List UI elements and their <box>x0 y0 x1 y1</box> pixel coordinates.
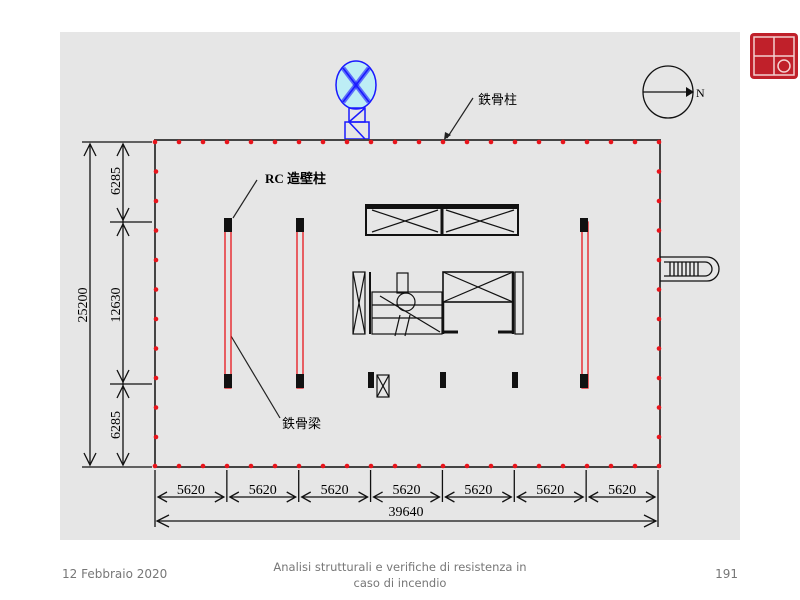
steel-column-marker <box>512 463 518 469</box>
steel-column-marker <box>152 463 158 469</box>
vertical-dimension-3: 6285 <box>109 411 124 439</box>
north-compass-icon <box>642 65 694 119</box>
footer-title: Analisi strutturali e verifiche di resis… <box>273 560 527 590</box>
steel-column-marker <box>153 228 159 233</box>
steel-column-marker <box>656 257 662 263</box>
steel-column-marker <box>152 139 158 145</box>
horizontal-total-dimension: 39640 <box>389 505 424 520</box>
steel-column-marker <box>344 139 350 145</box>
page-number: 191 <box>715 567 738 581</box>
horizontal-dimension-label: 5620 <box>249 483 277 498</box>
diagram-panel <box>60 32 740 540</box>
vertical-dimension-2: 12630 <box>109 288 124 323</box>
steel-column-marker <box>656 228 662 233</box>
steel-column-marker <box>656 287 662 292</box>
steel-column-marker <box>632 139 638 145</box>
steel-column-marker <box>464 463 470 469</box>
steel-column-marker <box>656 375 662 381</box>
steel-column-marker <box>488 139 494 145</box>
horizontal-dimension-label: 5620 <box>177 483 205 498</box>
steel-column-leader <box>446 97 474 139</box>
steel-column-marker <box>153 169 159 174</box>
steel-column-marker <box>344 463 350 469</box>
vertical-dimension-1: 6285 <box>109 167 124 195</box>
steel-column-marker <box>153 257 159 263</box>
horizontal-dimension-label: 5620 <box>393 483 421 498</box>
horizontal-dimension-label: 5620 <box>464 483 492 498</box>
steel-column-marker <box>560 139 566 145</box>
steel-column-marker <box>560 463 566 469</box>
steel-beam-label: 鉄骨梁 <box>282 416 321 431</box>
steel-column-marker <box>536 139 542 145</box>
steel-column-marker <box>153 287 159 292</box>
horizontal-dimension-label: 5620 <box>536 483 564 498</box>
steel-column-marker <box>512 139 518 145</box>
steel-column-marker <box>272 463 278 469</box>
steel-column-marker <box>392 463 398 469</box>
vertical-dimensions <box>82 141 152 468</box>
steel-column-marker <box>416 463 422 469</box>
rc-wall-column-label: RC 造壁柱 <box>265 171 326 186</box>
steel-column-marker <box>200 463 206 469</box>
steel-column-marker <box>632 463 638 469</box>
vertical-total-dimension: 25200 <box>76 288 91 323</box>
steel-column-marker <box>440 139 446 145</box>
building-core <box>352 204 524 398</box>
steel-beam-leader <box>230 335 281 419</box>
rc-wall-columns <box>224 218 588 388</box>
steel-column-marker <box>656 169 662 174</box>
horizontal-dimension-label: 5620 <box>321 483 349 498</box>
external-stair <box>660 256 720 282</box>
steel-column-marker <box>320 463 326 469</box>
steel-column-marker <box>248 463 254 469</box>
seal-stamp-logo <box>750 33 798 79</box>
steel-column-marker <box>656 316 662 322</box>
steel-column-marker <box>464 139 470 145</box>
steel-column-marker <box>320 139 326 145</box>
steel-column-marker <box>200 139 206 145</box>
steel-column-marker <box>296 139 302 145</box>
steel-column-marker <box>272 139 278 145</box>
steel-column-label: 鉄骨柱 <box>478 92 517 107</box>
steel-column-marker <box>656 434 662 440</box>
steel-column-marker <box>488 463 494 469</box>
steel-column-marker <box>176 463 182 469</box>
steel-column-marker <box>584 139 590 145</box>
steel-column-marker <box>224 139 230 145</box>
steel-column-marker <box>392 139 398 145</box>
steel-column-marker <box>153 346 159 351</box>
rc-wall-column-leader <box>232 179 258 219</box>
steel-columns <box>152 139 662 469</box>
steel-column-marker <box>368 139 374 145</box>
steel-column-marker <box>153 434 159 440</box>
steel-column-marker <box>248 139 254 145</box>
steel-column-marker <box>176 139 182 145</box>
building-outline <box>154 139 661 468</box>
steel-column-marker <box>153 198 159 204</box>
steel-column-marker <box>536 463 542 469</box>
steel-column-marker <box>153 375 159 381</box>
steel-column-marker <box>153 316 159 322</box>
steel-column-marker <box>368 463 374 469</box>
steel-column-marker <box>440 463 446 469</box>
tower-structure-icon <box>335 60 377 140</box>
footer-date: 12 Febbraio 2020 <box>62 567 168 581</box>
steel-column-marker <box>224 463 230 469</box>
horizontal-dimensions <box>154 470 659 528</box>
steel-column-marker <box>584 463 590 469</box>
steel-column-marker <box>656 346 662 351</box>
steel-column-marker <box>608 139 614 145</box>
steel-column-marker <box>656 463 662 469</box>
steel-column-marker <box>656 198 662 204</box>
steel-column-marker <box>416 139 422 145</box>
steel-column-marker <box>296 463 302 469</box>
steel-column-marker <box>608 463 614 469</box>
north-label: N <box>696 86 705 100</box>
steel-column-marker <box>153 405 159 410</box>
horizontal-dimension-label: 5620 <box>608 483 636 498</box>
steel-column-marker <box>656 139 662 145</box>
steel-column-marker <box>656 405 662 410</box>
